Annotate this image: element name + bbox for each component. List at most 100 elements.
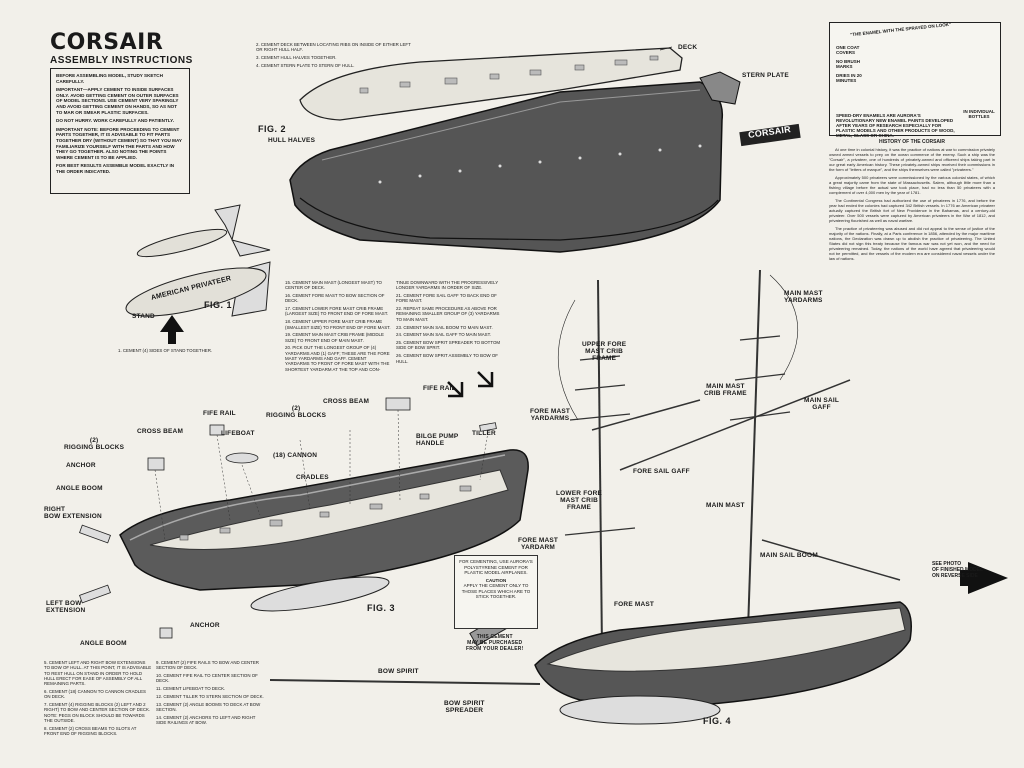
fife-rail-top-label: FIFE RAIL — [423, 385, 456, 392]
step-9: 9. Cement (2) FIFE RAILS to BOW and CENT… — [156, 660, 259, 671]
bow-spirit-spreader-label: BOW SPIRIT SPREADER — [444, 700, 485, 714]
cement-box-head: For Cementing, Use AURORA'S POLYSTYRENE … — [459, 559, 533, 575]
main-mast-label: MAIN MAST — [706, 502, 745, 509]
paint-ad-box: "THE ENAMEL WITH THE SPRAYED ON LOOK" ON… — [829, 21, 1001, 138]
step-15: 15. Cement MAIN MAST (longest mast) to C… — [285, 280, 382, 291]
step-10: 10. Cement FIFE RAIL to CENTER SECTION o… — [156, 673, 258, 684]
fore-mast-label: FORE MAST — [614, 601, 655, 608]
steps-top: 2. Cement DECK between locating ribs on … — [256, 42, 416, 71]
step-3: 3. Cement HULL HALVES together. — [256, 55, 337, 61]
hull-halves-part — [289, 81, 724, 253]
fife-rail-left-label: FIFE RAIL — [203, 410, 236, 417]
step-4: 4. Cement STERN PLATE to STERN of HULL. — [256, 62, 355, 68]
deck-leader — [659, 46, 673, 51]
deck-part — [299, 47, 683, 121]
steps-mid-right: tinue downward with the progressively lo… — [396, 280, 502, 366]
step-20-cont: tinue downward with the progressively lo… — [396, 280, 499, 291]
step-6: 6. Cement (18) CANNON to CANNON CRADLES … — [44, 688, 146, 700]
steps-bottom-right: 9. Cement (2) FIFE RAILS to BOW and CENT… — [156, 660, 264, 728]
angle-boom-bottom-label: ANGLE BOOM — [80, 640, 127, 647]
step-16: 16. Cement FORE MAST to BOW SECTION of D… — [285, 293, 385, 304]
step-21: 21. Cement FORE SAIL GAFF to back end of… — [396, 293, 497, 304]
anchor-bottom-label: ANCHOR — [190, 622, 220, 629]
right-arrow-icon — [960, 562, 1008, 594]
steps-bottom-left: 5. Cement LEFT and RIGHT BOW EXTENSIONS … — [44, 660, 152, 739]
stern-plate-label: STERN PLATE — [742, 72, 789, 79]
cross-beam-top-label: CROSS BEAM — [323, 398, 370, 405]
cross-beam-left-label: CROSS BEAM — [137, 428, 184, 435]
stand-part — [125, 204, 271, 317]
step-17: 17. Cement LOWER FORE MAST CRIB FRAME (l… — [285, 306, 389, 317]
see-photo-note: SEE PHOTO OF FINISHED MODEL ON REVERSE S… — [932, 561, 984, 579]
step-22: 22. Repeat same procedure as above for r… — [396, 306, 500, 322]
step-25: 25. Cement BOW SPRIT SPREADER to bottom … — [396, 340, 501, 351]
note-1: BEFORE ASSEMBLING MODEL, STUDY SKETCH CA… — [56, 73, 163, 84]
note-5: FOR BEST RESULTS ASSEMBLE MODEL EXACTLY … — [56, 163, 175, 174]
rigging-blocks-left-label: (2) RIGGING BLOCKS — [64, 437, 125, 451]
step-26: 26. Cement BOW SPRIT ASSEMBLY to BOW of … — [396, 353, 498, 364]
cannon-label: (18) CANNON — [273, 452, 318, 459]
page-subtitle: ASSEMBLY INSTRUCTIONS — [50, 55, 193, 66]
fig2-label: FIG. 2 — [258, 124, 287, 134]
history-column: HISTORY OF THE CORSAIR At one time in co… — [829, 140, 995, 264]
ad-line-1: ONE COAT COVERS — [836, 45, 860, 55]
main-mast-crib-label: MAIN MAST CRIB FRAME — [704, 383, 747, 397]
fig4-leaders — [557, 274, 799, 421]
step-5: 5. Cement LEFT and RIGHT BOW EXTENSIONS … — [44, 660, 152, 687]
main-sail-gaff-label: MAIN SAIL GAFF — [804, 397, 840, 411]
step-2: 2. Cement DECK between locating ribs on … — [256, 42, 411, 53]
fore-sail-gaff-label: FORE SAIL GAFF — [633, 468, 690, 475]
cement-purchase-note: THIS CEMENT MAY BE PURCHASED FROM YOUR D… — [466, 634, 524, 652]
ad-line-3: DRIES IN 20 MINUTES — [836, 73, 862, 83]
step-11: 11. Cement LIFEBOAT to DECK. — [156, 686, 226, 692]
ad-jar-note: in individual bottles — [963, 109, 995, 119]
upper-fore-crib-label: UPPER FORE MAST CRIB FRAME — [582, 341, 627, 362]
angle-boom-left-label: ANGLE BOOM — [56, 485, 103, 492]
cement-box-body: Apply the cement only to those places wh… — [461, 583, 531, 599]
step-24: 24. Cement MAIN SAIL GAFF to MAIN MAST. — [396, 332, 491, 338]
history-title: HISTORY OF THE CORSAIR — [878, 139, 946, 145]
step-19: 19. Cement MAIN MAST CRIB FRAME (middle … — [285, 332, 384, 343]
history-paragraph: The Continental Congress had authorized … — [829, 198, 995, 223]
step-23: 23. Cement MAIN SAIL BOOM to MAIN MAST. — [396, 324, 493, 330]
rigging-blocks-top-label: (2) RIGGING BLOCKS — [266, 405, 327, 419]
steps-mid-left: 15. Cement MAIN MAST (longest mast) to C… — [285, 280, 391, 374]
hull-halves-label: HULL HALVES — [268, 137, 316, 144]
corsair-nameplate — [739, 123, 801, 147]
fig1-label: FIG. 1 — [204, 300, 233, 310]
step-1: 1. Cement (4) sides of STAND together. — [118, 348, 213, 353]
stand-label: STAND — [132, 313, 155, 320]
ad-footer: SPEED-DRY ENAMELS are AURORA'S REVOLUTIO… — [836, 113, 955, 138]
ad-headline: "THE ENAMEL WITH THE SPRAYED ON LOOK" — [850, 21, 952, 38]
step-20: 20. Pick out the longest group of (4) YA… — [285, 345, 390, 372]
note-3: DO NOT HURRY. WORK CAREFULLY AND PATIENT… — [56, 118, 174, 124]
note-4: IMPORTANT NOTE: BEFORE PROCEEDING TO CEM… — [56, 126, 182, 160]
step-18: 18. Cement UPPER FORE MAST CRIB FRAME (s… — [285, 319, 391, 330]
fore-mast-yardarm-label: FORE MAST YARDARM — [518, 537, 559, 551]
step-12: 12. Cement TILLER to STERN SECTION of DE… — [156, 693, 264, 699]
main-mast-yardarms-label: MAIN MAST YARDARMS — [784, 290, 823, 304]
lifeboat-label: LIFEBOAT — [221, 430, 255, 437]
step-8: 8. Cement (2) CROSS BEAMS to slots at fr… — [44, 725, 137, 737]
right-bow-extension-label: RIGHT BOW EXTENSION — [44, 506, 102, 520]
fig3-leaders — [154, 409, 489, 541]
cradles-label: CRADLES — [296, 474, 329, 481]
ad-line-2: NO BRUSH MARKS — [836, 59, 861, 69]
step-7: 7. Cement (4) RIGGING BLOCKS (2) left an… — [44, 702, 151, 723]
note-2: IMPORTANT—APPLY CEMENT TO INSIDE SURFACE… — [56, 87, 179, 115]
fig3-label: FIG. 3 — [367, 603, 396, 613]
deck-label: DECK — [678, 44, 698, 51]
fig4-label: FIG. 4 — [703, 716, 732, 726]
step-14: 14. Cement (2) ANCHORS to LEFT and RIGHT… — [156, 714, 256, 726]
fore-mast-yardarms-label: FORE MAST YARDARMS — [530, 408, 571, 422]
lower-fore-crib-label: LOWER FORE MAST CRIB FRAME — [556, 490, 603, 511]
history-paragraph: The practice of privateering was abused … — [829, 226, 995, 261]
down-arrow-icon — [447, 381, 464, 398]
up-arrow-icon — [160, 315, 184, 344]
anchor-left-label: ANCHOR — [66, 462, 96, 469]
bilge-pump-label: BILGE PUMP HANDLE — [416, 433, 459, 447]
left-bow-extension-label: LEFT BOW EXTENSION — [46, 600, 86, 614]
fig3-parts — [79, 397, 497, 639]
fig4-ship — [269, 269, 912, 725]
main-sail-boom-label: MAIN SAIL BOOM — [760, 552, 818, 559]
